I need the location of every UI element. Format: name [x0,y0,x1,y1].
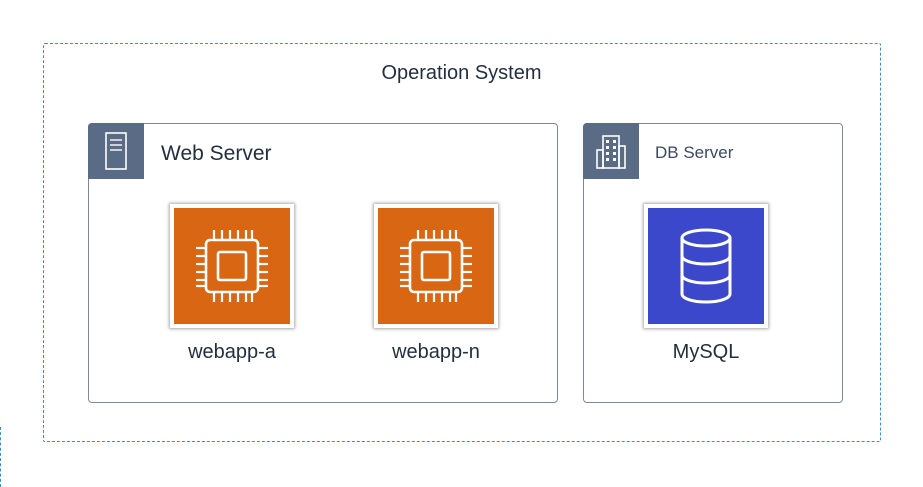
database-icon [680,228,732,304]
webapp-n-node[interactable] [374,204,498,328]
mysql-label: MySQL [672,341,740,363]
db-server-label: DB Server [655,143,734,162]
webapp-a-label: webapp-a [188,341,276,363]
operation-system-title: Operation System [381,62,542,84]
webapp-n-label: webapp-n [392,341,480,363]
building-icon [583,123,639,179]
operation-system-group [43,43,881,442]
connector-line [0,427,3,487]
cpu-chip-icon [196,230,268,302]
server-rack-icon [88,123,144,179]
webapp-a-node[interactable] [170,204,294,328]
cpu-chip-icon [400,230,472,302]
mysql-node[interactable] [644,204,768,328]
web-server-label: Web Server [161,142,272,165]
